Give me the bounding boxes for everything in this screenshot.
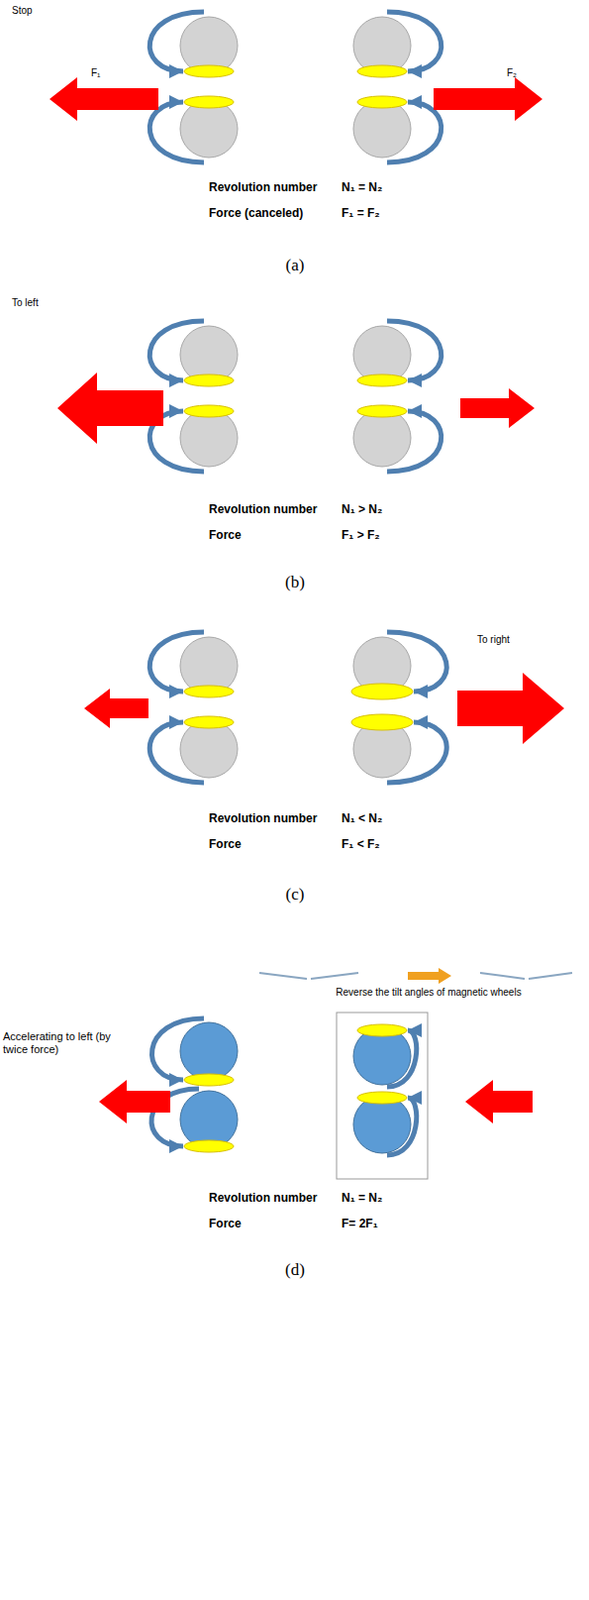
force-arrow [98, 1079, 171, 1123]
force-arrow [433, 77, 543, 121]
note-label: To left [11, 296, 39, 309]
conductor-plate [351, 713, 413, 730]
conductor-plate [184, 404, 234, 417]
conductor-plate [357, 96, 407, 108]
note-label: F₂ [506, 67, 517, 80]
tilt-arrow [407, 967, 452, 983]
force-arrow [460, 388, 535, 428]
note-label: F₁ [91, 67, 100, 80]
rotation-arrows [149, 11, 447, 1155]
reversed-unit-frame [336, 1011, 428, 1178]
magnetic-wheel [180, 1021, 238, 1080]
magnetic-wheel [353, 408, 411, 467]
magnetic-wheel [180, 99, 238, 158]
force-arrow [49, 77, 159, 121]
conductor-plate [184, 65, 234, 78]
conductor-plate [351, 683, 413, 699]
force-arrow [57, 372, 164, 444]
force-arrow [457, 672, 565, 744]
tilt-segment [310, 972, 359, 979]
conductor-plate [184, 1073, 234, 1085]
quantity-label: N₁ > N₂ [341, 502, 383, 517]
wheels [180, 16, 411, 1153]
quantity-label: Revolution number [208, 1190, 317, 1205]
magnetic-wheel [180, 719, 238, 778]
magnetic-wheel [180, 408, 238, 467]
quantity-label: Force [208, 528, 242, 543]
conductor-plate [357, 1090, 407, 1103]
conductor-plate [184, 374, 234, 387]
quantity-label: Force [208, 837, 242, 852]
note-label: Stop [11, 4, 33, 17]
quantity-label: F= 2F₁ [341, 1216, 379, 1231]
quantity-label: N₁ = N₂ [341, 181, 383, 196]
conductor-plate [184, 1139, 234, 1152]
magnetic-wheel [353, 99, 411, 158]
tilt-segment [528, 972, 573, 979]
tilt-segment [259, 972, 307, 979]
conductor-plate [184, 685, 234, 697]
decorations [259, 972, 573, 1178]
conductor-plate [357, 374, 407, 387]
quantity-label: Revolution number [208, 502, 317, 517]
quantity-label: Force [208, 1216, 242, 1231]
quantity-label: Revolution number [208, 811, 317, 826]
force-arrows [49, 77, 565, 1123]
panel-label: (a) [286, 255, 305, 276]
conductor-plate [357, 404, 407, 417]
note-label: To right [477, 633, 510, 646]
note-label: Reverse the tilt angles of magnetic whee… [335, 985, 521, 998]
conductor-plate [357, 65, 407, 78]
conductor-plate [184, 96, 234, 108]
panel-label: (b) [285, 572, 305, 592]
quantity-label: F₁ = F₂ [341, 206, 381, 221]
quantity-label: F₁ < F₂ [341, 837, 381, 852]
quantity-label: Revolution number [208, 181, 317, 196]
conductor-plate [184, 715, 234, 728]
force-arrow [84, 687, 149, 728]
panel-label: (c) [286, 883, 305, 904]
quantity-label: F₁ > F₂ [341, 528, 381, 543]
force-arrow [465, 1079, 533, 1123]
magnetic-wheel [353, 1094, 411, 1153]
quantity-label: Force (canceled) [208, 206, 303, 221]
conductor-plate [357, 1023, 407, 1036]
quantity-label: N₁ < N₂ [341, 811, 383, 826]
tilt-segment [480, 972, 525, 979]
magnetic-wheel [180, 1089, 238, 1148]
quantity-label: N₁ = N₂ [341, 1190, 383, 1205]
panel-label: (d) [285, 1259, 305, 1279]
note-label: Accelerating to left (by twice force) [2, 1029, 127, 1055]
